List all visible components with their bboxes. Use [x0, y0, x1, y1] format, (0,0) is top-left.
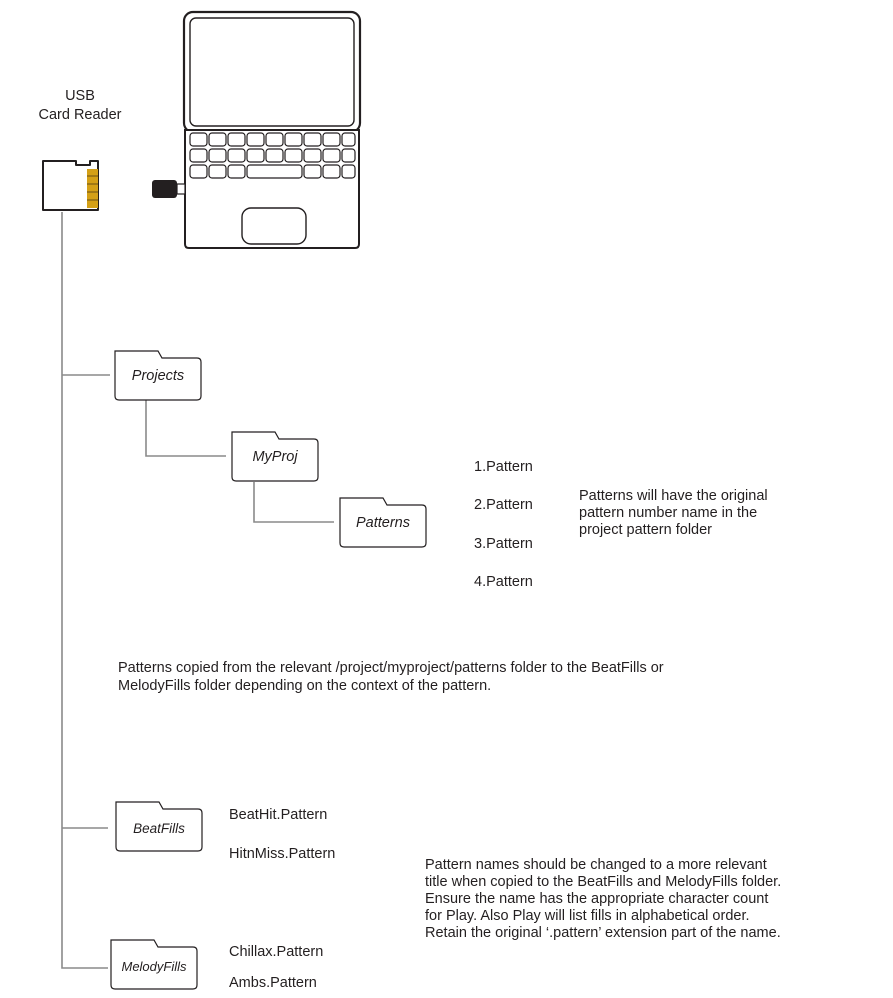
rename-note-line3: Ensure the name has the appropriate char…	[425, 891, 768, 909]
card-reader-label-line2: Card Reader	[20, 107, 140, 125]
usb-plug-icon	[152, 180, 185, 198]
branch-myproj-line	[146, 400, 226, 456]
myproj-folder-label: MyProj	[232, 449, 318, 465]
projects-folder-label: Projects	[115, 368, 201, 384]
beatfills-file-1: BeatHit.Pattern	[229, 807, 327, 825]
pattern-note-line1: Patterns will have the original	[579, 488, 768, 506]
patterns-folder-label: Patterns	[340, 515, 426, 531]
pattern-note-line3: project pattern folder	[579, 522, 712, 540]
beatfills-folder-label: BeatFills	[116, 821, 202, 836]
melodyfills-folder-label: MelodyFills	[109, 959, 199, 974]
pattern-file-2: 2.Pattern	[474, 497, 533, 515]
beatfills-file-2: HitnMiss.Pattern	[229, 846, 335, 864]
pattern-file-1: 1.Pattern	[474, 459, 533, 477]
rename-note-line2: title when copied to the BeatFills and M…	[425, 874, 781, 892]
pattern-file-4: 4.Pattern	[474, 574, 533, 592]
main-trunk-line	[62, 212, 108, 968]
card-reader-label-line1: USB	[20, 88, 140, 106]
rename-note-line5: Retain the original ‘.pattern’ extension…	[425, 925, 781, 943]
rename-note-line1: Pattern names should be changed to a mor…	[425, 857, 767, 875]
sd-card-icon	[43, 161, 98, 210]
copy-note-line1: Patterns copied from the relevant /proje…	[118, 660, 664, 678]
melodyfills-file-2: Ambs.Pattern	[229, 975, 317, 993]
pattern-file-3: 3.Pattern	[474, 536, 533, 554]
rename-note-line4: for Play. Also Play will list fills in a…	[425, 908, 750, 926]
branch-patterns-line	[254, 482, 334, 522]
pattern-note-line2: pattern number name in the	[579, 505, 757, 523]
melodyfills-file-1: Chillax.Pattern	[229, 944, 323, 962]
copy-note-line2: MelodyFills folder depending on the cont…	[118, 678, 491, 696]
laptop-icon	[184, 12, 360, 248]
